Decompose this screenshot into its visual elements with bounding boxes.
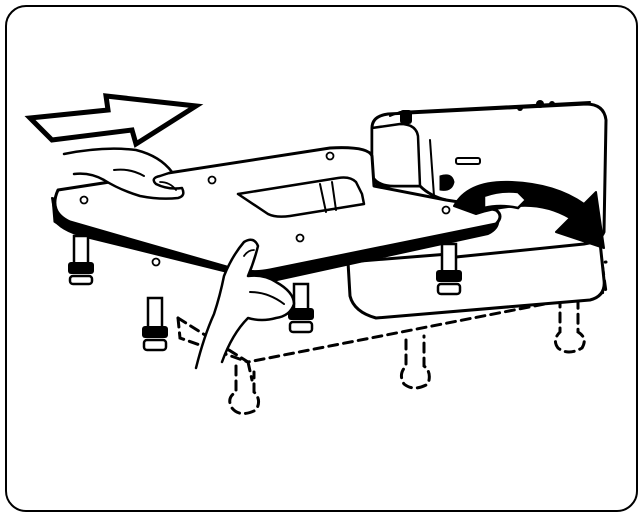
remove-accessory-arrow [453,180,605,249]
table-legs [68,234,462,352]
hand-right [194,238,296,370]
leg-front-left [142,296,168,352]
leg-front-middle [288,282,314,334]
leg-back-left [68,234,94,286]
extension-table [51,146,502,283]
leg-front-right [436,242,462,296]
slide-direction-arrow [24,93,204,148]
spool-pin [400,110,412,124]
hand-left [62,147,185,200]
